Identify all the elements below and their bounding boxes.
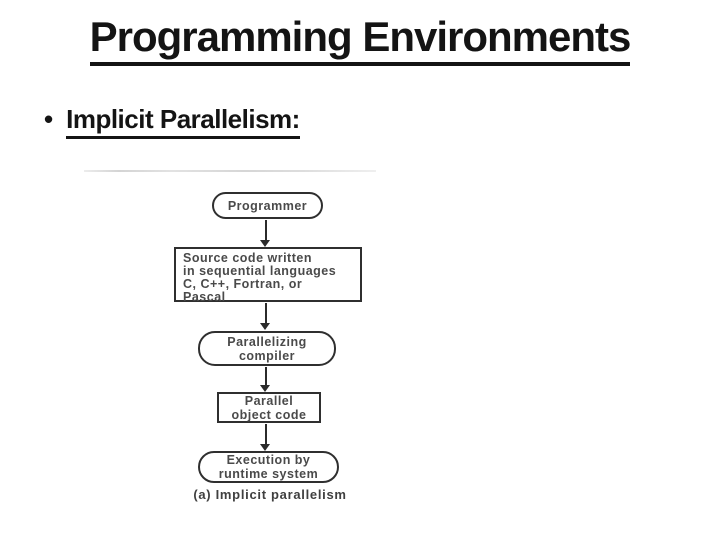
bullet-label: Implicit Parallelism: [66,102,300,139]
arrow-shaft [264,367,267,385]
figure-caption: (a) Implicit parallelism [193,487,347,502]
flow-arrow [260,424,271,451]
arrow-head-icon [260,444,270,451]
node-label-line: Execution by [226,453,311,467]
scan-artifact-line [84,170,376,172]
node-label-line: runtime system [218,467,319,481]
flowchart-node-execution: Execution by runtime system [198,451,339,483]
node-label-line: in sequential languages [183,264,337,278]
flow-arrow [260,303,271,330]
flowchart-node-source-code: Source code written in sequential langua… [174,247,362,304]
flowchart-node-parallel-object-code: Parallel object code [217,392,321,423]
flowchart-node-programmer: Programmer [212,192,323,219]
bullet-item: • Implicit Parallelism: [44,102,300,139]
arrow-shaft [264,424,267,444]
node-label-line: Source code written [183,251,312,265]
page-title: Programming Environments [89,13,631,67]
flowchart-node-parallelizing-compiler: Parallelizing compiler [198,331,336,366]
arrow-head-icon [260,323,270,330]
arrow-head-icon [260,385,270,392]
arrow-shaft [264,303,267,323]
node-label-line: compiler [238,348,296,363]
flow-arrow [260,220,271,247]
bullet-marker: • [44,104,54,134]
arrow-shaft [264,220,267,240]
node-label-line: Pascal [183,290,226,304]
node-label: Programmer [227,198,308,213]
node-label-line: Parallelizing [227,334,307,349]
node-label-line: C, C++, Fortran, or [183,277,303,291]
slide-header: Programming Environments [0,13,720,67]
node-label-line: Parallel [244,393,294,408]
flow-arrow [260,367,271,392]
node-label-line: object code [231,407,307,422]
arrow-head-icon [260,240,270,247]
